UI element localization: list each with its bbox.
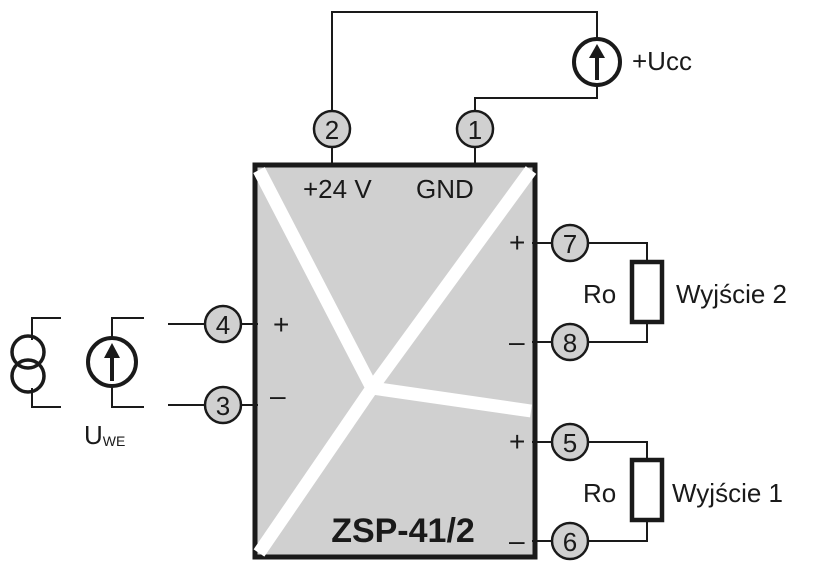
out2-name-label: Wyjście 2 [676, 279, 787, 309]
voltage-source-symbol [86, 336, 138, 388]
terminal-8: 8 [550, 322, 590, 362]
out2-resistor-label: Ro [583, 279, 616, 309]
supply-wiring [331, 11, 598, 166]
supply-source-symbol [572, 37, 622, 87]
input-voltage-label: UWE [84, 420, 125, 450]
supply-voltage-label: +Ucc [632, 46, 692, 76]
out1-name-label: Wyjście 1 [672, 478, 783, 508]
terminal-1: 1 [455, 109, 495, 149]
output-wiring [532, 242, 648, 542]
input-voltage-sub: WE [103, 433, 126, 449]
terminal-7-number: 7 [563, 229, 577, 259]
terminal-3: 3 [203, 385, 243, 425]
gnd-label: GND [416, 174, 474, 204]
out1-minus-sign: – [509, 525, 525, 556]
input-plus-sign: + [273, 309, 289, 340]
terminal-2: 2 [312, 109, 352, 149]
current-source-symbol [10, 334, 46, 394]
terminal-4: 4 [203, 304, 243, 344]
terminal-7: 7 [550, 223, 590, 263]
terminal-1-number: 1 [468, 115, 482, 145]
out2-plus-sign: + [509, 227, 525, 258]
terminal-6-number: 6 [563, 527, 577, 557]
terminal-6: 6 [550, 521, 590, 561]
terminal-3-number: 3 [216, 391, 230, 421]
out1-plus-sign: + [509, 426, 525, 457]
module-model-label: ZSP-41/2 [331, 512, 475, 550]
terminal-5-number: 5 [563, 428, 577, 458]
resistor-out2 [629, 259, 665, 325]
input-voltage-main: U [84, 420, 103, 450]
terminal-2-number: 2 [325, 115, 339, 145]
input-minus-sign: – [270, 380, 286, 411]
out1-resistor-label: Ro [583, 478, 616, 508]
input-wiring [31, 317, 258, 408]
terminal-8-number: 8 [563, 328, 577, 358]
out2-minus-sign: – [509, 326, 525, 357]
resistor-out1 [629, 457, 665, 523]
terminal-5: 5 [550, 422, 590, 462]
module-body [252, 162, 538, 560]
terminal-4-number: 4 [216, 310, 230, 340]
supply-plus-label: +24 V [303, 174, 372, 204]
